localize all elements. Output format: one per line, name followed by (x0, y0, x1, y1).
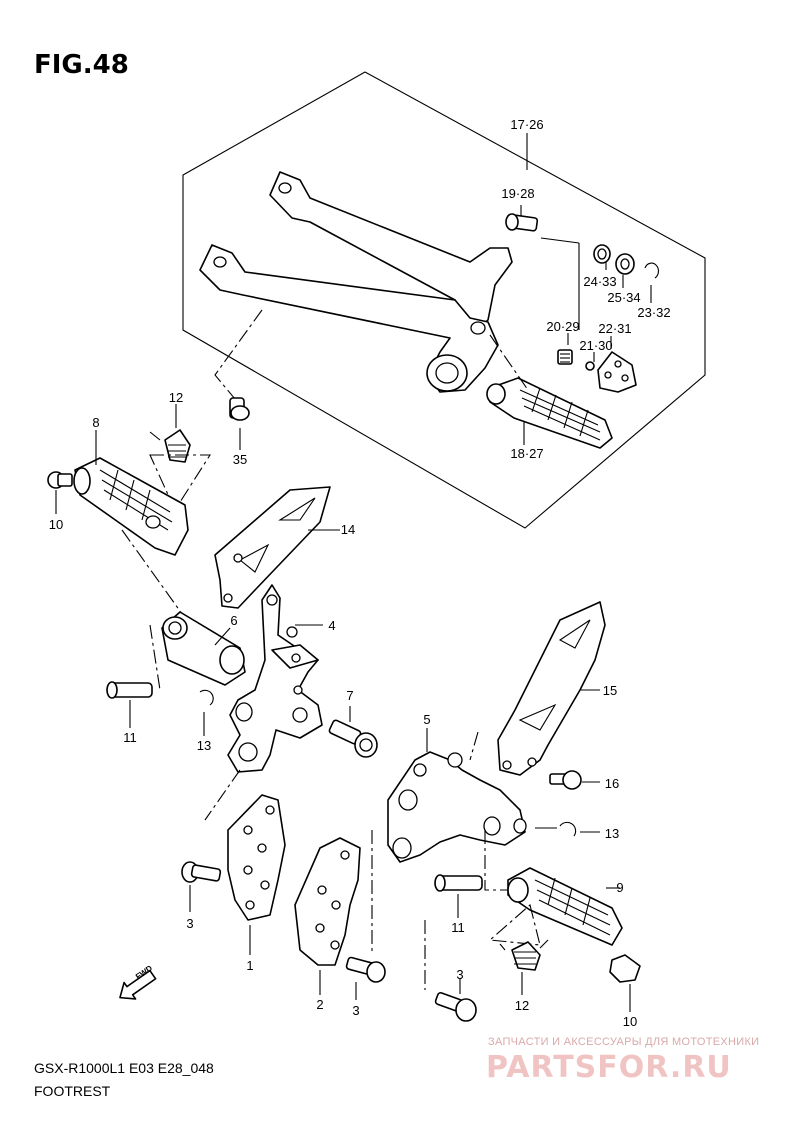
bolt-35-part (229, 397, 250, 421)
label-12-top: 12 (168, 390, 184, 405)
label-22-31: 22·31 (598, 321, 632, 336)
label-19-28: 19·28 (501, 186, 535, 201)
spring-20-29-part (557, 349, 573, 365)
section-name: FOOTREST (34, 1083, 111, 1099)
model-code: GSX-R1000L1 E03 E28_048 (34, 1060, 214, 1076)
heel-guard-15-part (497, 601, 606, 776)
cap-10-left-part (47, 471, 73, 489)
watermark-caption: ЗАПЧАСТИ И АКСЕССУАРЫ ДЛЯ МОТОТЕХНИКИ (488, 1036, 760, 1048)
plate-22-31-part (597, 351, 637, 393)
bolt-3-right-part (434, 991, 477, 1022)
clip-23-32-part (644, 262, 659, 279)
label-8: 8 (92, 415, 100, 430)
label-20-29: 20·29 (546, 319, 580, 334)
pin-11-left-part (106, 681, 153, 699)
label-17-26: 17·26 (510, 117, 544, 132)
spring-12-bottom-part (499, 939, 549, 971)
label-15: 15 (602, 683, 618, 698)
label-10-right: 10 (622, 1014, 638, 1029)
label-18-27: 18·27 (510, 446, 544, 461)
label-14: 14 (340, 522, 356, 537)
label-3-mid: 3 (352, 1003, 360, 1018)
clip-13-right-part (559, 821, 577, 837)
cap-10-right-part (609, 954, 641, 983)
label-13-right: 13 (604, 826, 620, 841)
pin-11-right-part (434, 874, 483, 892)
bracket-5-part (387, 751, 527, 863)
bracket-4-part (227, 584, 323, 773)
footpeg-9-part (507, 867, 623, 946)
footpeg-18-27-part (486, 377, 613, 449)
label-5: 5 (423, 712, 431, 727)
figure-title: FIG.48 (34, 50, 129, 80)
label-7: 7 (346, 688, 354, 703)
label-35: 35 (232, 452, 248, 467)
label-24-33: 24·33 (583, 274, 617, 289)
passenger-bracket-part (199, 171, 513, 393)
label-11-right: 11 (451, 920, 465, 935)
label-16: 16 (604, 776, 620, 791)
ball-21-30-part (585, 361, 595, 371)
label-13-left: 13 (196, 738, 212, 753)
label-9: 9 (616, 880, 624, 895)
bolt-19-28-part (505, 213, 539, 232)
heel-guard-14-part (214, 486, 331, 609)
label-3-right: 3 (456, 967, 464, 982)
passenger-group-outline (182, 71, 706, 529)
bracket-6-part (161, 611, 246, 686)
label-6: 6 (230, 613, 238, 628)
label-1: 1 (246, 958, 254, 973)
plate-2-part (294, 837, 361, 966)
label-4: 4 (328, 618, 336, 633)
label-2: 2 (316, 997, 324, 1012)
clip-13-left-part (199, 689, 214, 706)
plate-1-part (227, 794, 286, 921)
forward-arrow-icon (119, 969, 157, 1000)
watermark-brand: PARTSFOR.RU (486, 1050, 732, 1085)
footpeg-8-part (73, 457, 189, 556)
bolt-3-mid-part (345, 956, 386, 983)
label-12-bottom: 12 (514, 998, 530, 1013)
label-23-32: 23·32 (637, 305, 671, 320)
bolt-3-left-part (181, 861, 222, 883)
label-3-left: 3 (186, 916, 194, 931)
label-21-30: 21·30 (579, 338, 613, 353)
label-25-34: 25·34 (607, 290, 641, 305)
bolt-7-part (328, 719, 378, 758)
bolt-16-part (549, 770, 582, 790)
spring-12-top-part (149, 429, 191, 463)
label-10-left: 10 (48, 517, 64, 532)
label-11-left: 11 (123, 730, 137, 745)
